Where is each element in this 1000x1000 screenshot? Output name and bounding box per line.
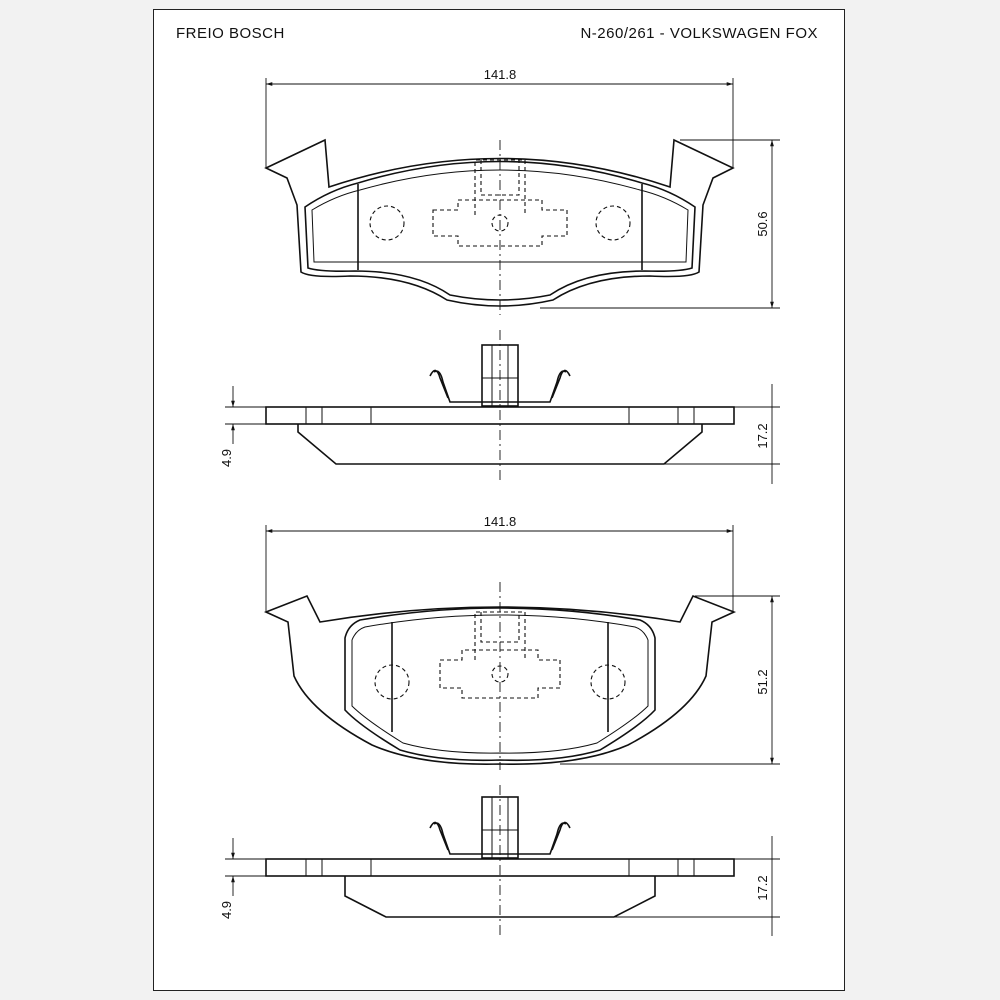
model-title: N-260/261 - VOLKSWAGEN FOX [580, 25, 818, 42]
pad1-backplate-label: 4.9 [219, 449, 234, 467]
pad1-thickness-label: 17.2 [755, 423, 770, 448]
pad1-dimensions [265, 78, 780, 309]
pad1-hole-left [369, 205, 405, 241]
pad2-piston-hidden [439, 649, 561, 699]
pad1-friction-outline [304, 160, 696, 301]
pad2-backplate-label: 4.9 [219, 901, 234, 919]
pad1-height-label: 50.6 [755, 211, 770, 236]
pad1-side-dimensions [225, 384, 780, 484]
brand-title: FREIO BOSCH [176, 25, 285, 42]
pad2-hole-right [590, 664, 626, 700]
pad2-front-view [263, 582, 737, 770]
pad2-hole-left [374, 664, 410, 700]
pad1-piston-hidden [432, 199, 568, 247]
pad2-width-label: 141.8 [484, 514, 517, 529]
pad1-backplate-outline [264, 138, 735, 307]
pad2-clip-body [481, 796, 519, 859]
pad2-friction-inner [351, 614, 649, 754]
pad2-thickness-label: 17.2 [755, 875, 770, 900]
pad2-side-view [265, 785, 735, 935]
pad2-side-dimensions [225, 836, 780, 936]
pad1-side-view [265, 330, 735, 482]
drawing-sheet: FREIO BOSCH N-260/261 - VOLKSWAGEN FOX [153, 9, 845, 991]
pad2-height-label: 51.2 [755, 669, 770, 694]
pad2-side-friction [344, 876, 656, 918]
pad2-dimensions [265, 525, 780, 765]
pad1-hole-right [595, 205, 631, 241]
pad1-width-label: 141.8 [484, 67, 517, 82]
pad2-backplate-outline [263, 594, 737, 765]
pad1-clip-spring [429, 369, 571, 403]
pad2-friction-outline [344, 607, 656, 762]
pad1-front-view [264, 138, 735, 315]
